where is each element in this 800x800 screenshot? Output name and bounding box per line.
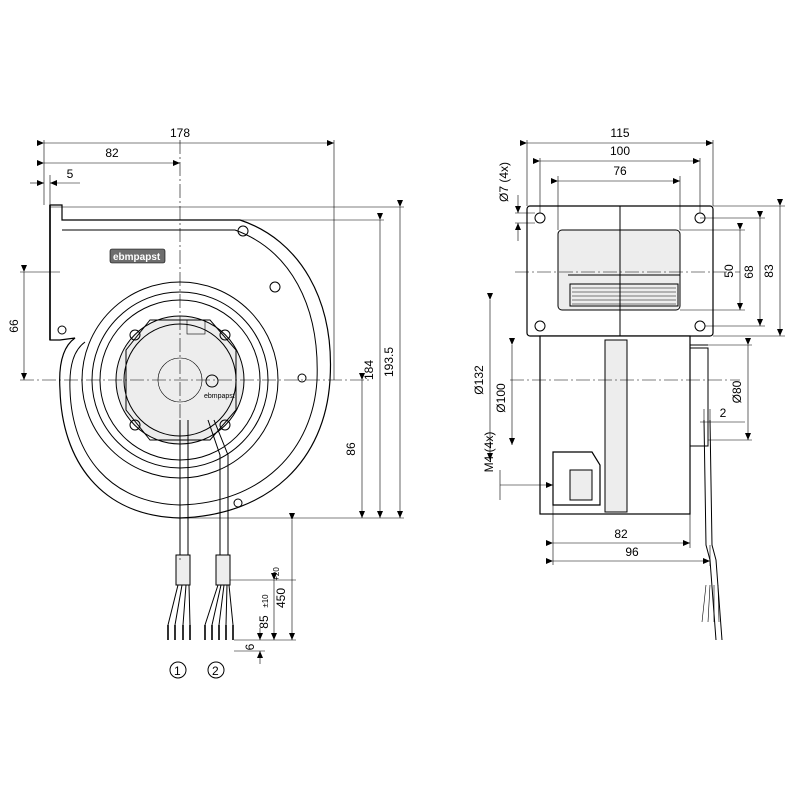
front-view: ebmpapst ebmpapst 1 2 178 82 5 — [7, 126, 404, 679]
dim-85-tolerance: ±10 — [261, 594, 270, 608]
dim-dia-132: Ø132 — [472, 365, 486, 395]
dim-82-side: 82 — [614, 527, 628, 541]
dim-100: 100 — [610, 144, 630, 158]
dim-96: 96 — [625, 545, 639, 559]
dim-dia-100: Ø100 — [494, 383, 508, 413]
housing-screw — [297, 373, 307, 383]
logo-plate — [109, 248, 166, 264]
dim-76: 76 — [613, 164, 627, 178]
dim-115: 115 — [610, 126, 629, 140]
housing-screw — [237, 225, 249, 237]
dim-5: 5 — [67, 167, 74, 181]
cable-marker-2 — [207, 661, 225, 679]
dim-193-5: 193.5 — [382, 347, 396, 377]
dim-hole-7: Ø7 (4x) — [497, 162, 511, 202]
dim-178: 178 — [170, 126, 190, 140]
brand-logo: ebmpapst — [113, 252, 161, 263]
svg-text:2: 2 — [212, 664, 219, 678]
dim-82: 82 — [105, 146, 119, 160]
dim-50: 50 — [722, 264, 736, 278]
dim-83: 83 — [762, 264, 776, 278]
side-cable — [703, 419, 723, 641]
dim-68: 68 — [742, 265, 756, 279]
dim-offset-2: 2 — [720, 406, 727, 420]
cable-marker-1 — [169, 661, 187, 679]
dim-450-tolerance: +20 — [272, 567, 281, 581]
housing-screw — [233, 498, 243, 508]
dim-184: 184 — [362, 360, 376, 380]
cable-2 — [207, 419, 229, 560]
dim-85: 85 — [257, 615, 271, 629]
housing-screw — [269, 281, 281, 293]
svg-text:1: 1 — [174, 664, 181, 678]
hub-label: ebmpapst — [204, 393, 235, 400]
volute-inner — [62, 229, 318, 506]
dim-86: 86 — [344, 442, 358, 456]
outlet — [557, 229, 681, 311]
dim-thread-m4: M4 (4x) — [482, 432, 496, 473]
side-view: 115 100 76 Ø7 (4x) 50 68 83 Ø132 — [472, 126, 785, 641]
dim-6: 6 — [243, 643, 257, 650]
dim-dia-80: Ø80 — [730, 380, 744, 403]
dim-66: 66 — [7, 319, 21, 333]
housing-screw — [57, 325, 67, 335]
dim-450: 450 — [274, 588, 288, 608]
mount-hole — [534, 320, 546, 332]
